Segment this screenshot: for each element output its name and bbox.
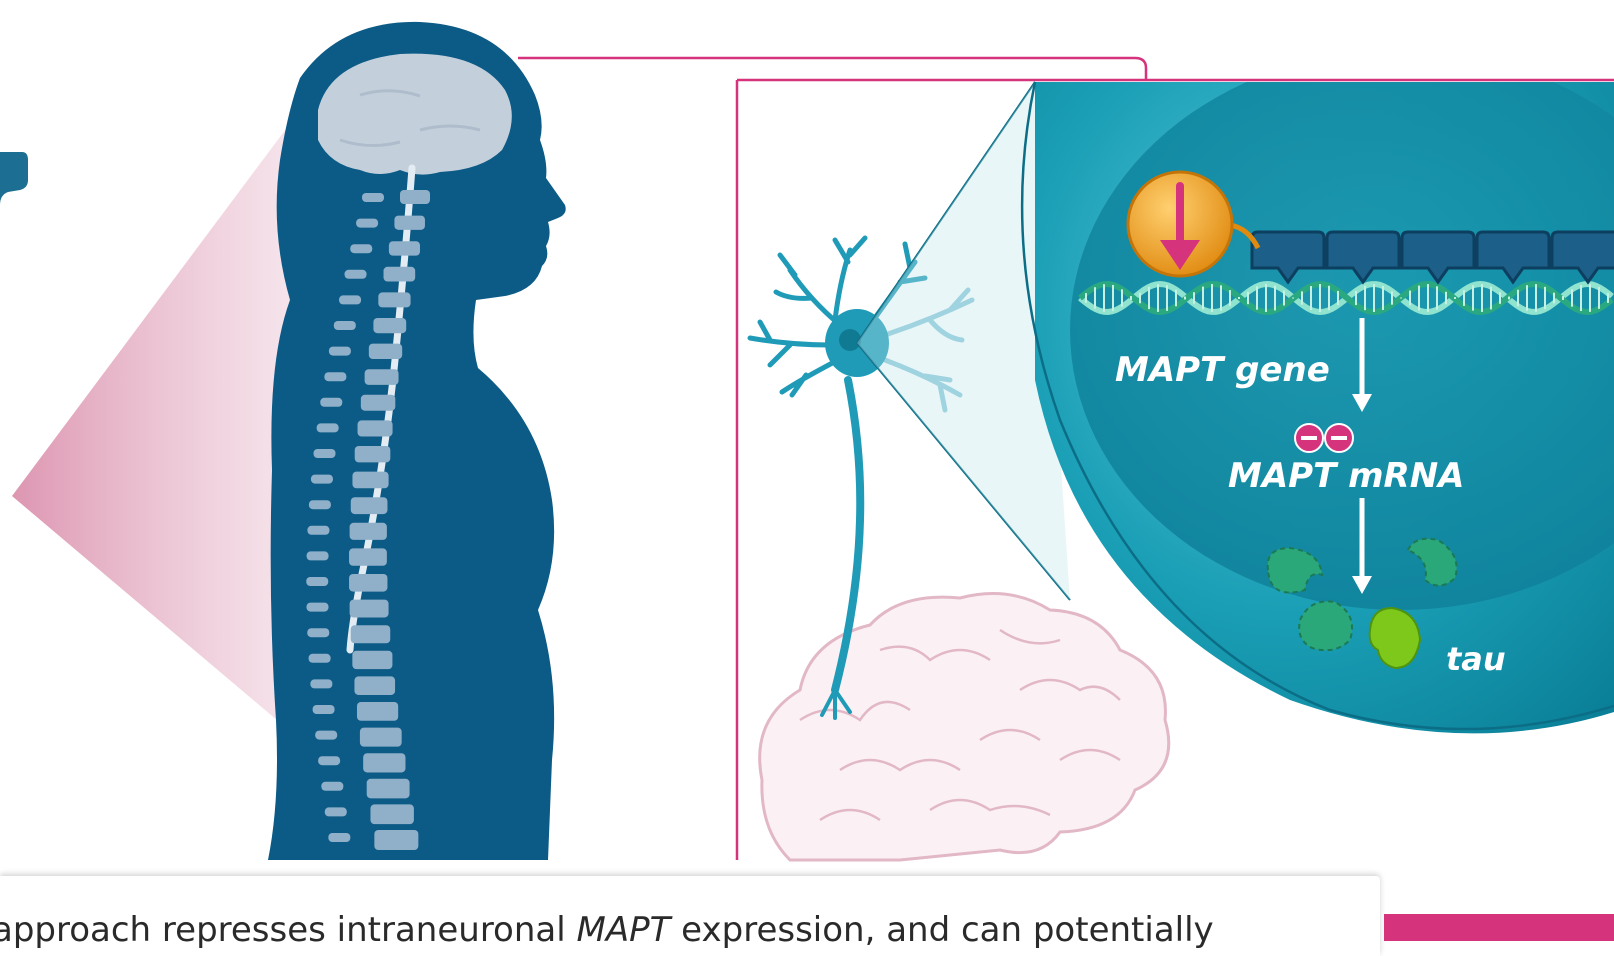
- vertebra: [349, 548, 387, 565]
- tau-label: tau: [1446, 640, 1506, 678]
- caption-box: approach represses intraneuronal MAPT ex…: [0, 876, 1380, 956]
- gene-label: MAPT gene: [1115, 350, 1330, 390]
- vertebra-process: [314, 449, 336, 458]
- vertebra-process: [309, 654, 331, 663]
- human-brain: [318, 54, 512, 175]
- vertebra: [370, 804, 413, 824]
- vertebra-process: [306, 577, 328, 586]
- vertebra: [351, 625, 391, 643]
- vertebra: [349, 574, 387, 592]
- vertebra-process: [311, 475, 333, 484]
- vertebra-process: [307, 526, 329, 535]
- vertebra-process: [306, 603, 328, 612]
- vertebra-process: [325, 807, 347, 816]
- vertebra: [378, 292, 410, 307]
- vertebra: [357, 702, 398, 721]
- vertebra: [350, 523, 387, 540]
- vertebra-process: [309, 500, 331, 509]
- vertebra-process: [315, 731, 337, 740]
- vertebra: [352, 651, 392, 669]
- vertebra: [352, 472, 388, 489]
- vertebra-process: [324, 372, 346, 381]
- caption-before: approach represses intraneuronal: [0, 910, 577, 950]
- vertebra: [361, 395, 395, 411]
- mrna-label: MAPT mRNA: [1228, 456, 1464, 496]
- caption-text: approach represses intraneuronal MAPT ex…: [0, 910, 1214, 950]
- vertebra-process: [307, 551, 329, 560]
- vertebra-process: [307, 628, 329, 637]
- vertebra-process: [321, 782, 343, 791]
- vertebra-process: [345, 270, 367, 279]
- vertebra: [369, 344, 402, 359]
- caption-gene: MAPT: [577, 910, 671, 950]
- vertebra: [389, 241, 420, 255]
- vertebra-process: [313, 705, 335, 714]
- partial-icon: [0, 152, 28, 205]
- vertebra-process: [350, 244, 372, 253]
- vertebra: [354, 676, 395, 695]
- vertebra-process: [320, 398, 342, 407]
- vertebra-process: [310, 679, 332, 688]
- caption-after: expression, and can potentially: [670, 910, 1213, 950]
- vertebra-process: [329, 347, 351, 356]
- vertebra: [400, 190, 430, 204]
- vertebra-process: [339, 295, 361, 304]
- brain-icon: [760, 594, 1169, 860]
- vertebra: [394, 216, 425, 230]
- vertebra-process: [328, 833, 350, 842]
- vertebra-process: [318, 756, 340, 765]
- vertebra-process: [356, 219, 378, 228]
- vertebra: [351, 497, 388, 514]
- vertebra: [365, 369, 399, 385]
- accent-bar: [1384, 914, 1614, 941]
- vertebra: [367, 779, 410, 799]
- vertebra: [363, 753, 405, 772]
- vertebra: [360, 728, 402, 747]
- vertebra: [384, 267, 416, 282]
- vertebra-process: [362, 193, 384, 202]
- vertebra-process: [334, 321, 356, 330]
- vertebra: [355, 446, 391, 462]
- vertebra: [373, 318, 406, 333]
- vertebra: [358, 420, 393, 436]
- vertebra: [350, 600, 389, 618]
- vertebra-process: [317, 423, 339, 432]
- vertebra: [374, 830, 418, 850]
